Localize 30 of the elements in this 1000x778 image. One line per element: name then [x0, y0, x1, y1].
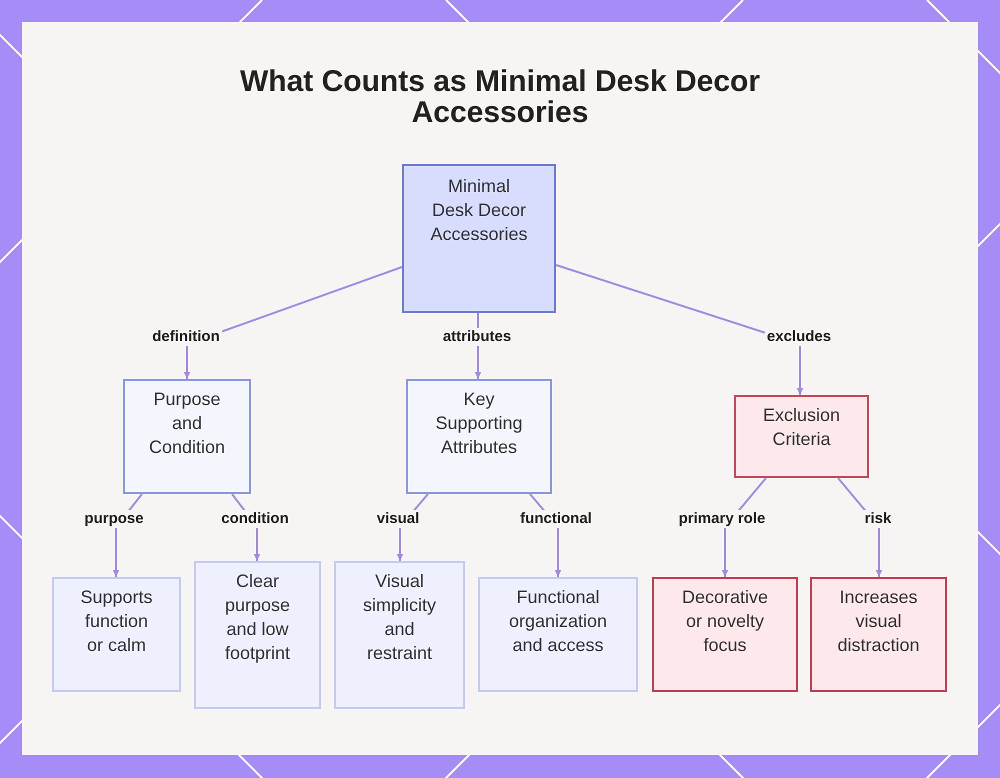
node-text: Decorative or novelty focus	[680, 586, 770, 657]
node-text: Key Supporting Attributes	[434, 388, 524, 459]
node-text: Exclusion Criteria	[762, 404, 842, 451]
criterion-box	[478, 577, 638, 692]
node-text: Clear purpose and low footprint	[224, 570, 292, 665]
category-box	[123, 379, 251, 494]
diagram-title: What Counts as Minimal Desk Decor Accessories	[238, 66, 762, 128]
edge-label: risk	[862, 510, 894, 528]
edge-label: visual	[374, 510, 422, 528]
category-box	[406, 379, 552, 494]
edge-label: attributes	[440, 328, 514, 346]
edge-label: definition	[150, 328, 222, 346]
criterion-box	[194, 561, 321, 709]
edge-label: excludes	[764, 328, 834, 346]
node-text: Visual simplicity and restraint	[362, 570, 437, 665]
edge-label: condition	[219, 510, 291, 528]
node-text: Functional organization and access	[508, 586, 608, 657]
exclusion-box	[734, 395, 869, 478]
criterion-box	[52, 577, 181, 692]
edge-label: primary role	[676, 510, 768, 528]
exclusion-box	[810, 577, 947, 692]
node-text: Purpose and Condition	[148, 388, 226, 459]
exclusion-box	[652, 577, 798, 692]
node-text: Minimal Desk Decor Accessories	[429, 175, 529, 246]
criterion-box	[334, 561, 465, 709]
edge-label: functional	[518, 510, 594, 528]
node-text: Increases visual distraction	[836, 586, 921, 657]
topic-box	[402, 164, 556, 313]
edge-label: purpose	[82, 510, 146, 528]
node-text: Supports function or calm	[79, 586, 154, 657]
